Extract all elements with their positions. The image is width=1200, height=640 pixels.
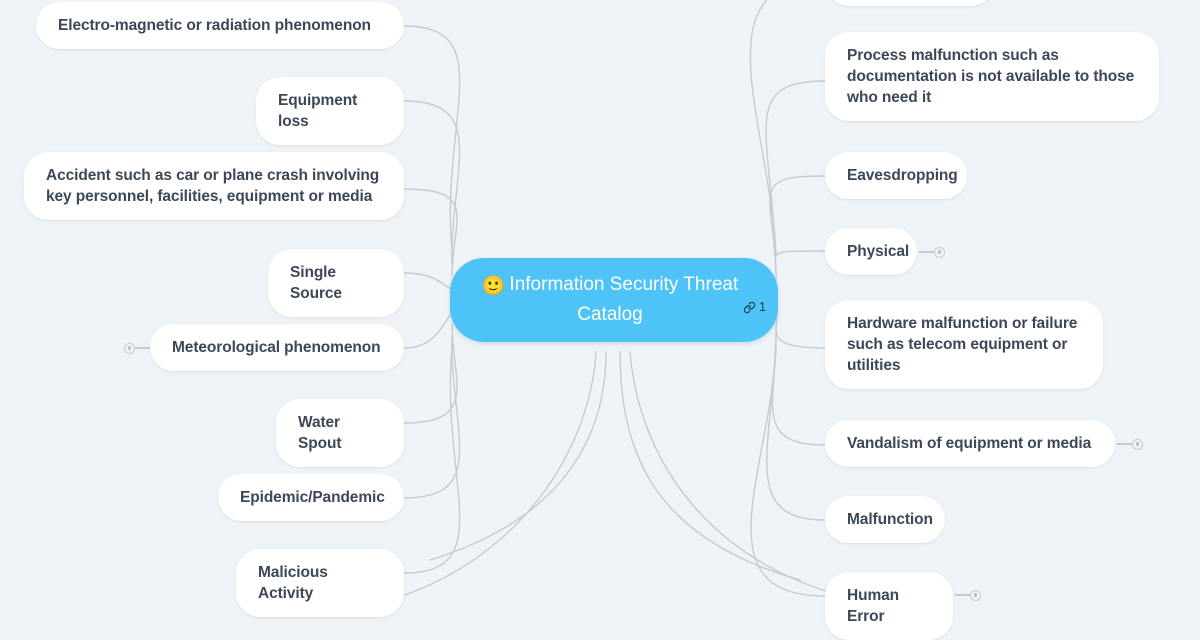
node-label: Process malfunction such as documentatio…	[847, 47, 1135, 106]
node-water-spout[interactable]: Water Spout	[276, 399, 404, 467]
node-label: Accident such as car or plane crash invo…	[46, 167, 380, 205]
node-equipment-loss[interactable]: Equipment loss	[256, 77, 404, 145]
edge-equipment-loss	[403, 100, 461, 265]
node-label: Physical	[847, 243, 910, 260]
edge-electro-magnetic	[403, 25, 461, 253]
node-label: Epidemic/Pandemic	[240, 489, 385, 506]
node-label: Vandalism of equipment or media	[847, 435, 1092, 452]
node-epidemic-pandemic[interactable]: Epidemic/Pandemic	[218, 474, 404, 521]
node-label: Malfunction	[847, 511, 933, 528]
node-label: Eavesdropping	[847, 167, 958, 184]
edge-malfunction	[766, 337, 826, 521]
link-chain-icon	[743, 301, 756, 314]
edge-hardware-malfunction	[775, 309, 826, 349]
edge-clipped-top	[749, 0, 777, 253]
root-node-content: 🙂Information Security Threat Catalog	[476, 271, 744, 329]
edge-extra-left-2	[389, 351, 597, 600]
edge-process-malfunction	[765, 80, 826, 259]
expand-collapse-icon	[970, 589, 981, 601]
node-clipped-top-partial[interactable]	[825, 0, 995, 6]
node-label: Electro-magnetic or radiation phenomenon	[58, 17, 371, 34]
expand-collapse-icon	[1132, 438, 1143, 450]
node-vandalism[interactable]: Vandalism of equipment or media	[825, 420, 1115, 467]
node-process-malfunction[interactable]: Process malfunction such as documentatio…	[825, 32, 1159, 121]
node-meteorological[interactable]: Meteorological phenomenon	[150, 324, 404, 371]
node-label: Human Error	[847, 587, 900, 625]
node-label: Meteorological phenomenon	[172, 339, 381, 356]
toggle-stem	[919, 251, 934, 253]
edge-meteorological	[403, 311, 453, 349]
edge-accident-crash	[403, 188, 458, 277]
node-human-error[interactable]: Human Error	[825, 572, 953, 640]
node-malfunction[interactable]: Malfunction	[825, 496, 945, 543]
node-label: Equipment loss	[278, 92, 358, 130]
toggle-physical[interactable]	[919, 246, 945, 258]
toggle-stem	[135, 347, 150, 349]
slightly-smiling-face-icon: 🙂	[481, 276, 506, 297]
root-node-information-security-threat-catalog[interactable]: 🙂Information Security Threat Catalog 1	[450, 258, 778, 342]
edge-extra-right-1	[619, 351, 801, 581]
edge-water-spout	[403, 323, 458, 424]
edge-eavesdropping	[769, 175, 826, 271]
edge-epidemic-pandemic	[403, 335, 461, 499]
node-label: Water Spout	[298, 414, 342, 452]
toggle-stem	[955, 594, 970, 596]
node-single-source[interactable]: Single Source	[268, 249, 404, 317]
toggle-meteorological[interactable]	[124, 342, 150, 354]
edge-physical	[774, 250, 826, 285]
link-count-badge[interactable]: 1	[743, 301, 766, 314]
expand-collapse-icon	[124, 342, 135, 354]
node-malicious-activity[interactable]: Malicious Activity	[236, 549, 404, 617]
edge-vandalism	[771, 325, 826, 446]
edge-malicious-activity	[403, 347, 461, 574]
root-node-title: Information Security Threat Catalog	[509, 274, 739, 325]
node-electro-magnetic[interactable]: Electro-magnetic or radiation phenomenon	[36, 2, 404, 49]
toggle-human-error[interactable]	[955, 589, 981, 601]
node-label: Hardware malfunction or failure such as …	[847, 315, 1078, 374]
node-hardware-malfunction[interactable]: Hardware malfunction or failure such as …	[825, 300, 1103, 389]
edge-extra-right-2	[629, 351, 861, 600]
toggle-vandalism[interactable]	[1117, 438, 1143, 450]
node-physical[interactable]: Physical	[825, 228, 917, 275]
edge-human-error	[750, 347, 826, 597]
edge-single-source	[403, 272, 453, 291]
toggle-stem	[1117, 443, 1132, 445]
node-eavesdropping[interactable]: Eavesdropping	[825, 152, 967, 199]
node-label: Single Source	[290, 264, 342, 302]
node-accident-crash[interactable]: Accident such as car or plane crash invo…	[24, 152, 404, 220]
edge-extra-left-1	[429, 351, 607, 561]
expand-collapse-icon	[934, 246, 945, 258]
node-label: Malicious Activity	[258, 564, 328, 602]
link-count-value: 1	[759, 300, 766, 315]
